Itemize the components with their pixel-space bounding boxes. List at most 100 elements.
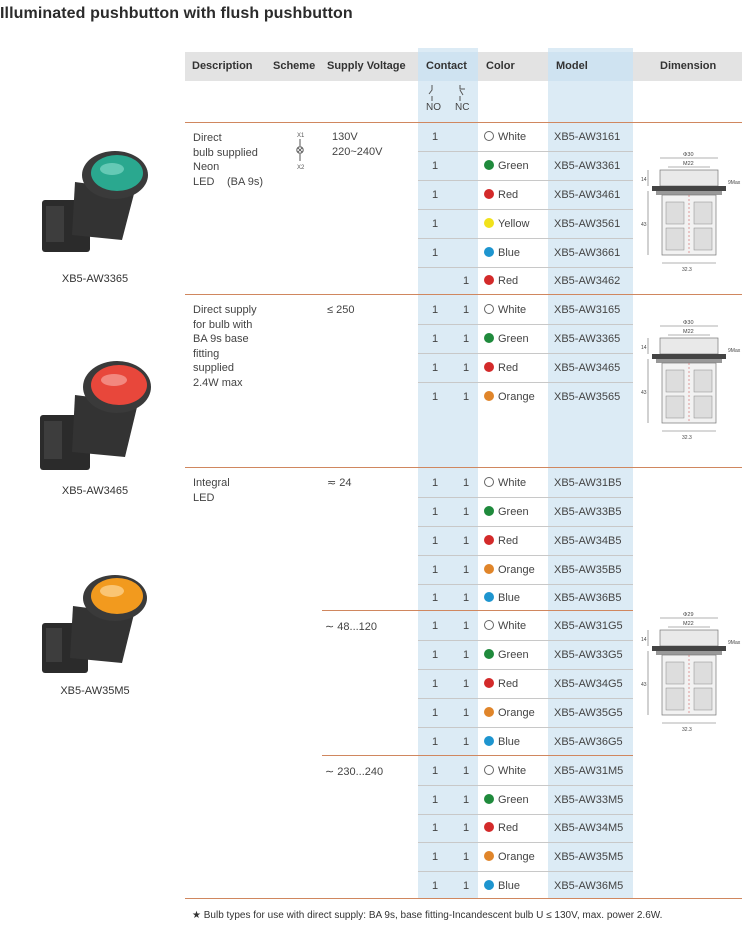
no-label: NO bbox=[426, 102, 441, 113]
svg-text:M22: M22 bbox=[683, 329, 694, 335]
contact-no-cell: 1 bbox=[432, 765, 439, 777]
model-cell: XB5-AW31G5 bbox=[554, 620, 623, 632]
contact-nc-cell: 1 bbox=[463, 880, 470, 892]
description-group-2: Direct supply for bulb with BA 9s base f… bbox=[193, 304, 257, 389]
color-name: Green bbox=[498, 160, 529, 172]
svg-text:X1: X1 bbox=[297, 133, 305, 139]
contact-nc-cell: 1 bbox=[463, 304, 470, 316]
color-cell: Yellow bbox=[484, 218, 529, 230]
contact-nc-cell: 1 bbox=[463, 794, 470, 806]
contact-no-cell: 1 bbox=[432, 477, 439, 489]
color-dot-icon bbox=[484, 189, 494, 199]
contact-nc-cell: 1 bbox=[463, 620, 470, 632]
color-name: Green bbox=[498, 794, 529, 806]
col-dimension: Dimension bbox=[660, 60, 717, 72]
contact-no-cell: 1 bbox=[432, 822, 439, 834]
color-name: Green bbox=[498, 333, 529, 345]
model-cell: XB5-AW3365 bbox=[554, 333, 621, 345]
color-cell: White bbox=[484, 131, 526, 143]
contact-symbols-icon bbox=[428, 85, 465, 101]
contact-no-cell: 1 bbox=[432, 391, 439, 403]
model-cell: XB5-AW33B5 bbox=[554, 506, 622, 518]
color-name: Red bbox=[498, 362, 519, 374]
contact-no-cell: 1 bbox=[432, 707, 439, 719]
color-dot-icon bbox=[484, 880, 494, 890]
svg-text:M22: M22 bbox=[683, 621, 694, 627]
product-photo-red bbox=[40, 361, 151, 470]
contact-no-cell: 1 bbox=[432, 218, 439, 230]
description-group-1: Direct bulb supplied Neon LED bbox=[193, 132, 258, 188]
color-cell: White bbox=[484, 620, 526, 632]
description-group-3: Integral LED bbox=[193, 477, 230, 504]
model-cell: XB5-AW3661 bbox=[554, 247, 621, 259]
contact-no-cell: 1 bbox=[432, 247, 439, 259]
voltage-group-3c: ∼ 230...240 bbox=[325, 766, 384, 778]
color-name: Orange bbox=[498, 707, 535, 719]
color-dot-icon bbox=[484, 620, 494, 630]
contact-nc-cell: 1 bbox=[463, 506, 470, 518]
color-cell: White bbox=[484, 477, 526, 489]
color-name: Red bbox=[498, 678, 519, 690]
page-title: Illuminated pushbutton with flush pushbu… bbox=[0, 5, 353, 22]
nc-label: NC bbox=[455, 102, 470, 113]
col-color: Color bbox=[486, 60, 515, 72]
color-dot-icon bbox=[484, 707, 494, 717]
model-cell: XB5-AW3561 bbox=[554, 218, 621, 230]
svg-text:43: 43 bbox=[641, 682, 647, 688]
row-divider bbox=[418, 525, 633, 527]
color-dot-icon bbox=[484, 160, 494, 170]
contact-no-cell: 1 bbox=[432, 535, 439, 547]
row-divider bbox=[418, 554, 633, 556]
color-name: White bbox=[498, 620, 527, 632]
contact-column-band bbox=[418, 48, 478, 899]
bulb-type-label: (BA 9s) bbox=[227, 176, 264, 188]
color-cell: Red bbox=[484, 535, 518, 547]
color-name: Red bbox=[498, 822, 519, 834]
color-cell: Red bbox=[484, 189, 518, 201]
contact-nc-cell: 1 bbox=[463, 362, 470, 374]
col-contact: Contact bbox=[426, 60, 467, 72]
color-cell: Red bbox=[484, 275, 518, 287]
model-cell: XB5-AW31M5 bbox=[554, 765, 624, 777]
contact-no-cell: 1 bbox=[432, 506, 439, 518]
voltage-group-2: ≤ 250 bbox=[327, 304, 355, 316]
svg-text:9Max: 9Max bbox=[728, 348, 741, 354]
row-divider bbox=[418, 841, 633, 843]
color-name: Blue bbox=[498, 592, 521, 604]
group-separator bbox=[185, 122, 742, 123]
model-cell: XB5-AW35M5 bbox=[554, 851, 624, 863]
color-name: Yellow bbox=[498, 218, 530, 230]
color-cell: White bbox=[484, 304, 526, 316]
model-cell: XB5-AW3565 bbox=[554, 391, 621, 403]
color-dot-icon bbox=[484, 592, 494, 602]
model-cell: XB5-AW34G5 bbox=[554, 678, 623, 690]
model-header-cell bbox=[548, 52, 633, 81]
product-photo-green bbox=[42, 151, 148, 252]
color-dot-icon bbox=[484, 765, 494, 775]
model-cell: XB5-AW3461 bbox=[554, 189, 621, 201]
color-cell: Orange bbox=[484, 564, 535, 576]
color-cell: Red bbox=[484, 362, 518, 374]
color-cell: Green bbox=[484, 794, 529, 806]
color-dot-icon bbox=[484, 477, 494, 487]
model-cell: XB5-AW3361 bbox=[554, 160, 621, 172]
color-cell: Blue bbox=[484, 592, 520, 604]
row-divider bbox=[418, 784, 633, 786]
model-cell: XB5-AW34M5 bbox=[554, 822, 624, 834]
model-cell: XB5-AW33G5 bbox=[554, 649, 623, 661]
color-name: Blue bbox=[498, 880, 521, 892]
model-cell: XB5-AW36B5 bbox=[554, 592, 622, 604]
contact-no-cell: 1 bbox=[432, 736, 439, 748]
